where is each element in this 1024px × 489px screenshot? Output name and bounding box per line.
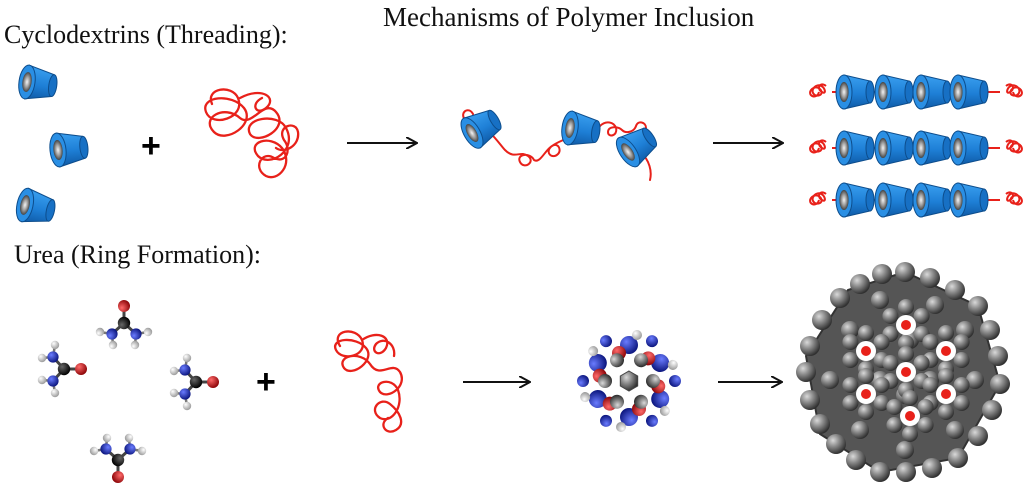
cyclodextrin-ring [13,186,59,229]
cyclodextrin-ring [949,130,989,166]
cyclodextrin-ring [912,182,952,218]
urea-molecule [168,352,221,412]
cyclodextrin-ring [559,109,603,150]
free-polymer-chain [334,330,403,433]
cyclodextrin-ring [949,74,989,110]
cyclodextrin-ring [456,102,507,153]
cyclodextrin-monomers [13,63,91,229]
cyclodextrin-ring [874,130,914,166]
cyclodextrin-ring [835,182,875,218]
cyclodextrin-ring [912,130,952,166]
cyclodextrin-ring [16,63,60,104]
urea-molecule [36,339,89,399]
threading-intermediate [456,102,663,181]
urea-molecule [88,432,148,485]
polyrotaxane-row [809,130,1023,166]
polyrotaxane-crystal [809,74,1023,218]
urea-inclusion-lattice [796,262,1010,482]
urea-ring-complex [577,330,681,432]
urea-molecule [94,298,154,351]
cyclodextrin-ring [47,129,91,169]
cyclodextrin-ring [874,182,914,218]
urea-section-label: Urea (Ring Formation): [14,240,261,269]
cyclodextrin-ring [949,182,989,218]
plus-operator-cd: + [141,127,161,165]
diagram-title: Mechanisms of Polymer Inclusion [383,2,755,32]
polyrotaxane-row [809,74,1023,110]
free-polymer-chain [204,88,300,179]
cyclodextrin-ring [835,74,875,110]
cyclodextrin-section-label: Cyclodextrins (Threading): [4,20,288,49]
cyclodextrin-ring [912,74,952,110]
cyclodextrin-ring [874,74,914,110]
plus-operator-urea: + [256,363,276,401]
cyclodextrin-ring [835,130,875,166]
polyrotaxane-row [809,182,1023,218]
urea-molecules [36,298,221,485]
